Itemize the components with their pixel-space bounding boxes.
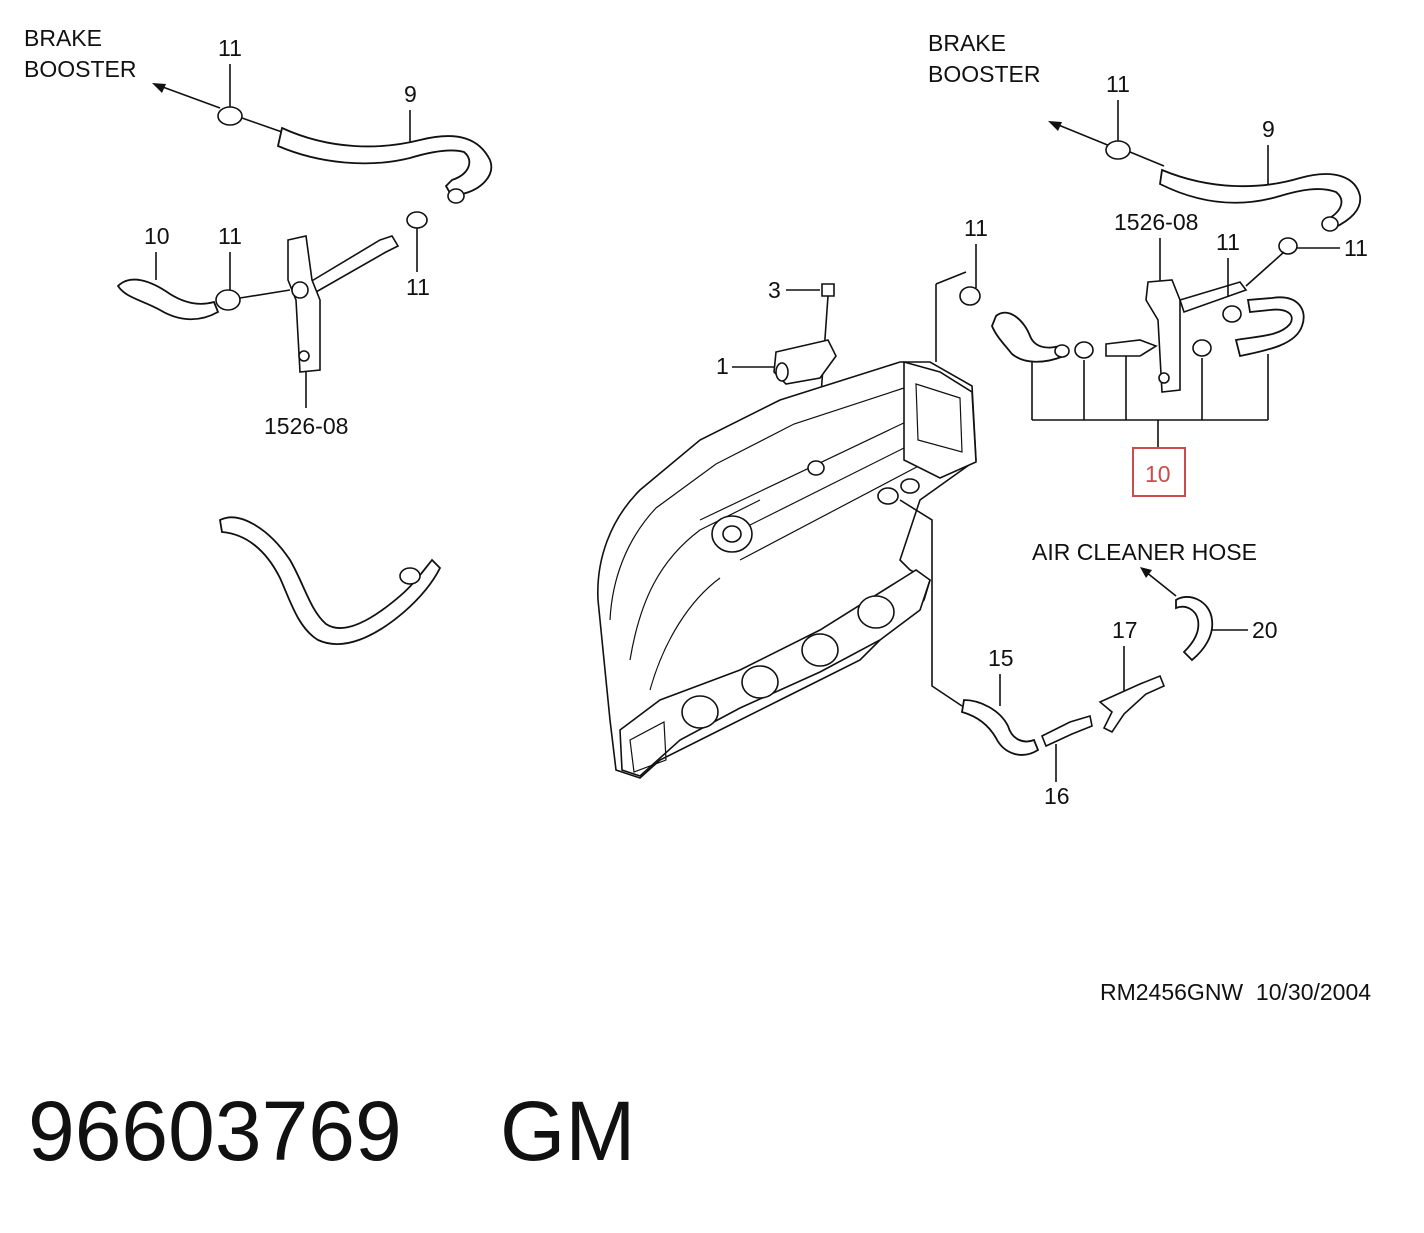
callout-11-right-c: 11 [1344,235,1368,261]
runner-port-4 [857,595,895,629]
runner-port-3 [801,633,839,667]
brand-name: GM [500,1084,635,1178]
manifold-nipple-1 [877,487,899,505]
right-assembly: BRAKE BOOSTER 11 9 1526-08 11 11 11 [928,30,1368,809]
clamp-11-left-low [215,289,241,311]
arrowhead-left [152,83,166,93]
manifold-edge-2 [629,499,761,661]
bracket-left-hole-bottom [298,350,310,362]
bolt-3 [821,283,835,297]
manifold-edge-3 [649,577,721,691]
callout-10-right-highlighted: 10 [1145,461,1171,487]
clamp-11-right-b [1222,305,1242,323]
plenum-line-2 [719,439,921,541]
hose-10-left [116,278,220,321]
bracket-1526-08-left [287,235,321,373]
intake-manifold: 3 1 [597,271,977,779]
manifold-boss [807,460,825,476]
hose-10-right-a-end [1054,344,1070,358]
pipe-left-low [239,289,291,299]
callout-9-right: 9 [1262,116,1275,142]
callout-20: 20 [1252,617,1278,643]
callout-16: 16 [1044,783,1070,809]
hose-10-right-a [991,311,1066,363]
clamp-10-right-1 [1074,341,1094,359]
hose-loose-left [219,516,442,645]
manifold-nipple-2 [900,478,920,494]
plenum-line-1 [699,419,911,521]
hose-loose-left-end [399,567,421,585]
sensor-1-port [775,362,789,382]
hose-10-right-b [1234,296,1305,358]
bracket-right-hole [1158,372,1170,384]
sensor-1 [773,339,837,385]
clamp-11-right-c [1278,237,1298,255]
callout-11-right-b: 11 [1216,229,1240,255]
manifold-edge-1 [609,387,905,621]
clamp-11-right-top [1105,140,1131,160]
hose-9-right-end [1321,216,1339,232]
pipe-right-top [1129,151,1165,167]
clamp-11-right-a [959,286,981,306]
hose-9-left-end [447,188,465,204]
callout-1: 1 [716,353,729,379]
callout-15: 15 [988,645,1014,671]
brake-booster-label-left-line1: BRAKE [24,25,102,51]
callout-1526-08-left: 1526-08 [264,413,348,439]
left-assembly: BRAKE BOOSTER 11 9 11 10 11 1526-08 [24,25,493,645]
plenum-line-3 [739,459,931,561]
runner-port-1 [681,695,719,729]
valve-10-right [1105,339,1158,357]
bracket-1526-08-right [1145,279,1181,393]
callout-11-left-top: 11 [218,35,242,61]
drawing-reference: RM2456GNW 10/30/2004 [1100,979,1371,1005]
throttle-flange-inner [915,383,963,453]
pipe-right-upper [1178,281,1248,314]
pipe-left-top [241,117,283,133]
runner-flange-end [629,721,667,773]
connector-16 [1040,714,1093,748]
air-cleaner-arrow [1145,571,1177,597]
arrowhead-right [1048,121,1062,131]
brake-booster-label-right-line2: BOOSTER [928,61,1040,87]
manifold-body [597,361,977,779]
hose-15 [960,699,1040,756]
manifold-port-inner [722,525,742,543]
pcv-valve-17 [1098,674,1166,734]
pipe-left-mid [308,235,400,294]
callout-3: 3 [768,277,781,303]
clamp-11-left-top [217,106,243,126]
air-cleaner-arrowhead [1140,567,1152,578]
callout-11-left-mid: 11 [406,274,430,300]
bracket-left-hole-top [291,281,309,299]
highlight-box-10 [1132,447,1186,497]
brake-booster-label-right-line1: BRAKE [928,30,1006,56]
brake-booster-arrow-left [159,85,221,109]
callout-1526-08-right: 1526-08 [1114,209,1198,235]
clamp-10-right-2 [1192,339,1212,357]
pipe-right-c [1245,251,1285,287]
clamp-11-left-mid [406,211,428,229]
air-cleaner-hose-label: AIR CLEANER HOSE [1032,539,1257,565]
callout-17: 17 [1112,617,1138,643]
brake-booster-arrow-right [1055,123,1111,147]
leader-throttle-to-hose-2 [935,271,967,285]
part-number: 96603769 [28,1084,402,1178]
callout-11-left-low: 11 [218,223,242,249]
callout-9-left: 9 [404,81,417,107]
callout-11-right-top: 11 [1106,71,1130,97]
leader-manifold-to-15 [899,499,963,707]
callout-11-right-a: 11 [964,215,988,241]
throttle-flange [903,360,977,479]
callout-10-left: 10 [144,223,170,249]
brake-booster-label-left-line2: BOOSTER [24,56,136,82]
runner-port-2 [741,665,779,699]
hose-20 [1175,596,1214,662]
